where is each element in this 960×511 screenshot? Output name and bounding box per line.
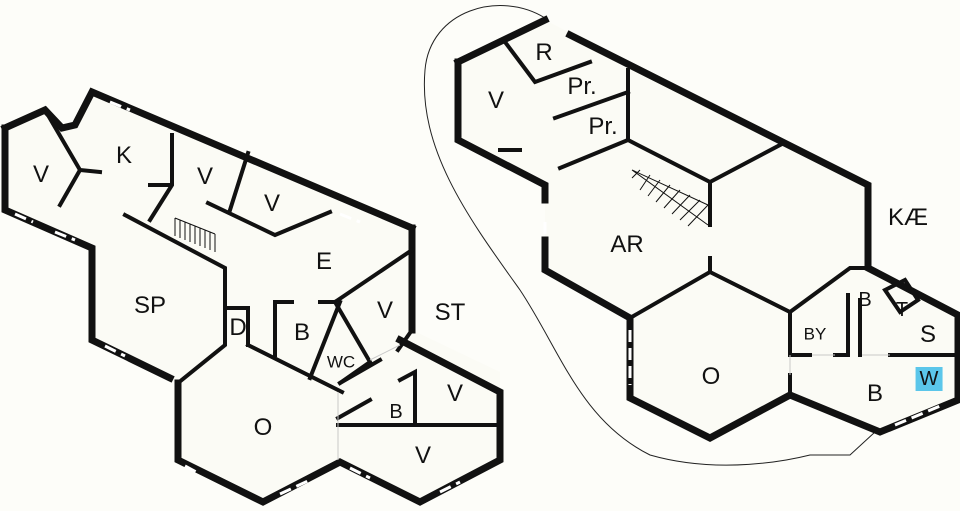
left-building <box>0 87 504 506</box>
room-label-v: V <box>263 190 281 217</box>
room-label-st: ST <box>434 299 466 326</box>
room-label-v: V <box>414 442 432 469</box>
room-label-s: S <box>919 321 937 348</box>
stairs-right <box>631 169 709 227</box>
room-label-b: B <box>858 289 872 311</box>
room-label-v: V <box>376 297 394 324</box>
room-label-k: K <box>115 142 133 169</box>
room-label-v: V <box>446 380 464 407</box>
room-label-wc: WC <box>326 352 356 372</box>
room-label-pr: Pr. <box>588 113 618 140</box>
room-label-r: R <box>535 39 553 66</box>
exterior-wall <box>0 87 417 233</box>
room-label-b: B <box>866 380 884 407</box>
room-label-b: B <box>389 401 403 423</box>
room-label-w-highlighted: W <box>915 367 943 391</box>
room-label-b: B <box>293 319 311 346</box>
room-label-kae: KÆ <box>887 204 929 231</box>
property-boundary <box>423 5 876 466</box>
room-label-pr: Pr. <box>567 73 597 100</box>
room-label-o: O <box>701 363 721 390</box>
stairs-left <box>174 217 216 252</box>
room-label-t: T <box>895 299 909 321</box>
room-label-v: V <box>196 163 214 190</box>
room-label-e: E <box>315 248 333 275</box>
right-building <box>453 15 960 442</box>
room-label-sp: SP <box>133 292 167 319</box>
room-label-v: V <box>32 161 50 188</box>
room-label-d: D <box>229 314 247 341</box>
room-label-ar: AR <box>610 231 644 258</box>
room-label-o: O <box>253 414 273 441</box>
room-label-v: V <box>487 87 505 114</box>
room-label-by: BY <box>803 324 827 344</box>
